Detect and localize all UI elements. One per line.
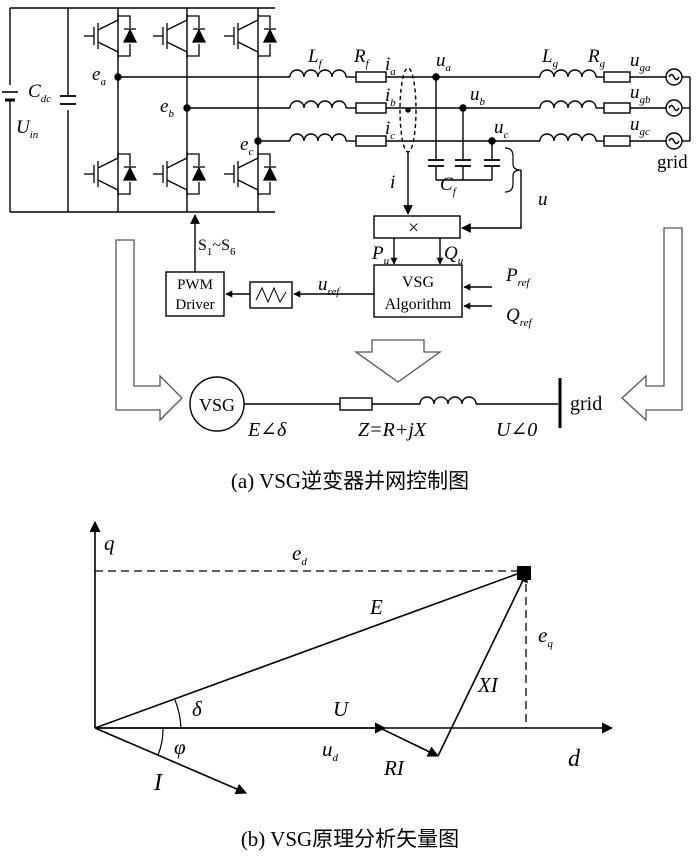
cf-label: Cf — [440, 174, 458, 198]
rg-resistor-b-icon — [603, 102, 631, 114]
cf-capacitor-icon — [428, 159, 500, 181]
dc-capacitor-icon — [60, 95, 76, 110]
ri-vector — [379, 727, 440, 757]
igbt-switches — [84, 14, 278, 196]
igbt-switch-icon — [224, 14, 278, 58]
ugb-label: ugb — [630, 82, 651, 106]
pwm-block-line2: Driver — [175, 297, 214, 313]
control-blocks — [165, 214, 492, 318]
uref-label: uref — [318, 274, 341, 298]
rf-resistor-a-icon — [355, 71, 387, 83]
multiplier-block — [373, 215, 461, 239]
igbt-switch-icon — [153, 152, 207, 196]
uc-label: uc — [494, 117, 509, 141]
lf-inductor-c-icon — [289, 133, 347, 142]
grid-label-bottom: grid — [570, 393, 602, 415]
vsg-block-line2: Algorithm — [385, 296, 452, 313]
inverter-circuit — [2, 7, 275, 213]
equivalent-labels: VSG E∠δ Z=R+jX U∠0 grid — [199, 393, 602, 441]
multiplier-symbol: × — [408, 217, 419, 239]
vector-labels: q d ed E δ U eq XI φ ud RI I — [104, 531, 581, 796]
phi-label: φ — [174, 735, 186, 759]
vector-diagram — [89, 520, 614, 795]
e-label: E — [369, 595, 383, 619]
vsg-algorithm-block — [373, 264, 463, 318]
uga-label: uga — [630, 50, 651, 74]
equivalent-circuit — [189, 376, 562, 432]
equiv-inductor-icon — [419, 396, 477, 405]
ia-label: ia — [385, 54, 396, 78]
rg-resistor-c-icon — [603, 135, 631, 147]
ic-label: ic — [385, 118, 395, 142]
igbt-switch-icon — [84, 14, 138, 58]
rf-resistor-c-icon — [355, 135, 387, 147]
u-vector-label: U — [333, 697, 350, 721]
pref-label: Pref — [505, 265, 531, 289]
phase-lines — [114, 67, 691, 233]
right-flow-arrow-icon — [621, 227, 683, 422]
lg-inductor-a-icon — [539, 69, 597, 78]
pu-label: Pu — [371, 243, 390, 267]
cdc-label: Cdc — [28, 81, 51, 105]
xi-vector — [437, 570, 528, 757]
xi-label: XI — [477, 673, 499, 697]
ugc-label: ugc — [630, 114, 650, 138]
q-axis-label: q — [104, 531, 115, 555]
caption-b: (b) VSG原理分析矢量图 — [241, 827, 459, 851]
left-flow-arrow-icon — [115, 239, 183, 422]
equiv-resistor-icon — [339, 397, 373, 411]
ri-label: RI — [383, 756, 405, 780]
lf-inductor-b-icon — [289, 100, 347, 109]
phi-arc — [157, 727, 164, 756]
caption-a: (a) VSG逆变器并网控制图 — [231, 469, 469, 493]
dc-source-icon — [2, 85, 18, 102]
rf-label: Rf — [353, 46, 371, 70]
rg-label: Rg — [587, 46, 606, 70]
pwm-block-line1: PWM — [177, 277, 213, 293]
ua-label: ua — [436, 50, 452, 74]
grid-label-top: grid — [657, 152, 688, 173]
z-label: Z=R+jX — [358, 419, 427, 441]
hollow-arrows — [115, 227, 683, 422]
e-delta-label: E∠δ — [247, 419, 287, 441]
rg-resistor-a-icon — [603, 71, 631, 83]
vsg-block-line1: VSG — [402, 274, 434, 291]
vsg-source-label: VSG — [199, 395, 235, 415]
lf-inductor-a-icon — [289, 69, 347, 78]
i-vector — [94, 727, 248, 795]
qref-label: Qref — [506, 305, 533, 329]
lf-label: Lf — [307, 46, 324, 70]
ub-label: ub — [470, 84, 486, 108]
ud-label: ud — [322, 737, 339, 764]
uin-label: Uin — [16, 117, 39, 141]
e-vector — [94, 568, 530, 729]
s1-s6-label: S1~S6 — [198, 237, 236, 258]
delta-arc — [174, 699, 182, 729]
qu-label: Qu — [444, 243, 464, 267]
ec-label: ec — [240, 134, 253, 158]
igbt-switch-icon — [84, 152, 138, 196]
eq-label: eq — [538, 623, 553, 650]
lg-label: Lg — [541, 46, 559, 70]
circuit-labels: Cdc Uin ea eb ec Lf Rf ia ib ic ua ub uc… — [16, 46, 688, 329]
i-label: i — [390, 172, 395, 193]
pwm-modulator-block — [249, 281, 293, 309]
delta-label: δ — [192, 697, 203, 721]
igbt-switch-icon — [153, 14, 207, 58]
u-label: u — [538, 189, 548, 210]
ib-label: ib — [385, 85, 396, 109]
grid-source-icon — [665, 68, 691, 150]
i-vector-label: I — [153, 770, 163, 796]
ed-label: ed — [292, 541, 307, 568]
igbt-switch-icon — [224, 152, 278, 196]
rf-resistor-b-icon — [355, 102, 387, 114]
eb-label: eb — [160, 96, 174, 120]
d-axis-label: d — [568, 746, 581, 772]
u-zero-label: U∠0 — [496, 419, 537, 441]
lg-inductor-c-icon — [539, 133, 597, 142]
ea-label: ea — [92, 64, 106, 88]
down-flow-arrow-icon — [353, 339, 443, 383]
lg-inductor-b-icon — [539, 100, 597, 109]
